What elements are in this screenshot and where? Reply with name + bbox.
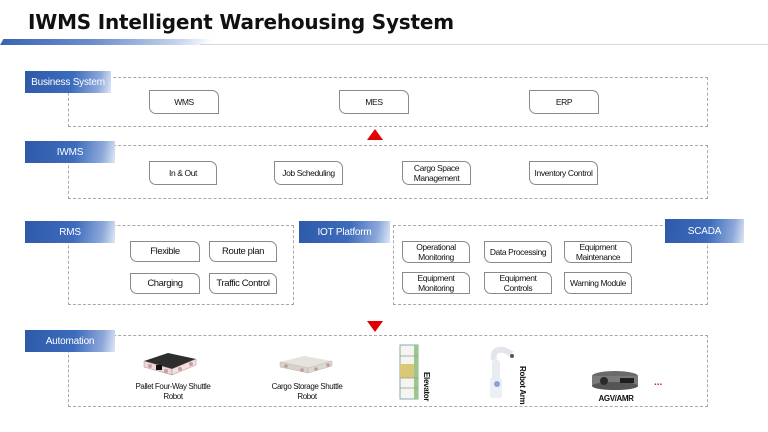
module-warning-module: Warning Module (564, 272, 632, 294)
module-charging: Charging (130, 273, 200, 294)
module-in-out: In & Out (149, 161, 217, 185)
agv-amr-icon (592, 371, 638, 390)
layer-tag-rms: RMS (25, 221, 115, 243)
robot-arm-icon (490, 346, 514, 398)
business-system-layer (68, 77, 708, 127)
rms-layer (68, 225, 294, 305)
layer-tag-business-system: Business System (25, 71, 111, 93)
module-cargo-space-management: Cargo Space Management (402, 161, 471, 185)
elevator-icon (399, 344, 419, 400)
device-label-agv-amr: AGV/AMR (598, 394, 634, 403)
up-arrow-icon (367, 129, 383, 140)
layer-tag-iot-platform: IOT Platform (299, 221, 390, 243)
module-equipment-monitoring: Equipment Monitoring (402, 272, 470, 294)
page-title: IWMS Intelligent Warehousing System (28, 10, 454, 34)
device-label-cargo-storage-shuttle: Cargo Storage Shuttle Robot (271, 382, 343, 401)
pallet-shuttle-robot-icon (143, 353, 197, 376)
module-equipment-maintenance: Equipment Maintenance (564, 241, 632, 263)
module-erp: ERP (529, 90, 599, 114)
module-data-processing: Data Processing (484, 241, 552, 263)
layer-tag-scada: SCADA (665, 219, 744, 243)
module-mes: MES (339, 90, 409, 114)
more-devices-ellipsis: ... (654, 377, 663, 388)
automation-layer (68, 335, 708, 407)
module-route-plan: Route plan (209, 241, 277, 262)
device-label-pallet-shuttle: Pallet Four-Way Shuttle Robot (135, 382, 211, 401)
title-underline (200, 44, 768, 45)
module-equipment-controls: Equipment Controls (484, 272, 552, 294)
layer-tag-iwms: IWMS (25, 141, 115, 163)
module-flexible: Flexible (130, 241, 200, 262)
device-label-elevator: Elevator (422, 372, 431, 402)
module-traffic-control: Traffic Control (209, 273, 277, 294)
iwms-layer (68, 145, 708, 199)
module-wms: WMS (149, 90, 219, 114)
title-accent-bar (0, 39, 214, 45)
scada-layer (393, 225, 708, 305)
module-job-scheduling: Job Scheduling (274, 161, 343, 185)
layer-tag-automation: Automation (25, 330, 115, 352)
cargo-storage-shuttle-robot-icon (279, 356, 333, 374)
module-operational-monitoring: Operational Monitoring (402, 241, 470, 263)
down-arrow-icon (367, 321, 383, 332)
device-label-robot-arm: Robot Arm (518, 366, 527, 405)
module-inventory-control: Inventory Control (529, 161, 598, 185)
